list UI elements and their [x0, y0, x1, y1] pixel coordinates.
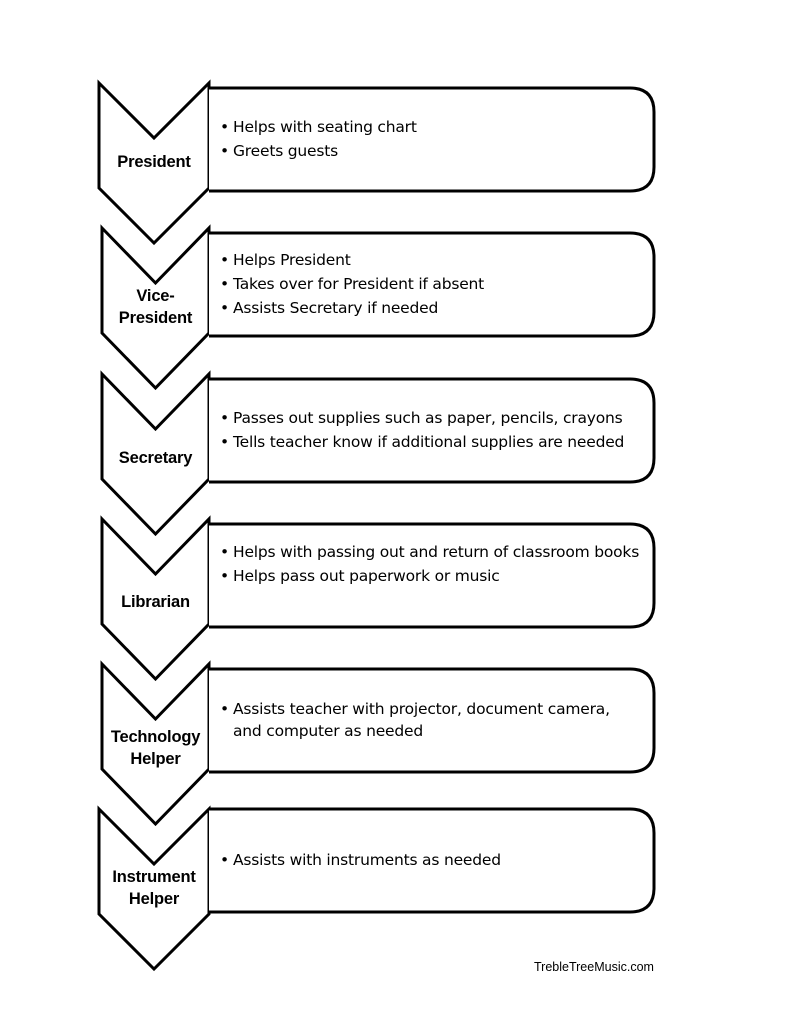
duty-item: Assists Secretary if needed: [220, 297, 640, 319]
duty-list: Passes out supplies such as paper, penci…: [220, 407, 640, 455]
duty-item: Helps President: [220, 249, 640, 271]
role-title: President: [117, 153, 191, 171]
duty-list: Assists teacher with projector, document…: [220, 698, 640, 744]
duty-item: Helps with seating chart: [220, 116, 640, 138]
duty-item: Takes over for President if absent: [220, 273, 640, 295]
role-title: Secretary: [118, 449, 193, 467]
role-title: Vice-President: [118, 287, 193, 327]
duty-item: Assists with instruments as needed: [220, 849, 640, 871]
duty-list: Assists with instruments as needed: [220, 849, 640, 873]
role-chevron: [97, 805, 211, 972]
duty-list: Helps with passing out and return of cla…: [220, 541, 640, 589]
duty-item: Assists teacher with projector, document…: [220, 698, 640, 742]
duty-item: Helps with passing out and return of cla…: [220, 541, 640, 563]
duty-item: Passes out supplies such as paper, penci…: [220, 407, 640, 429]
duty-item: Tells teacher know if additional supplie…: [220, 431, 640, 453]
duty-item: Helps pass out paperwork or music: [220, 565, 640, 587]
duty-list: Helps PresidentTakes over for President …: [220, 249, 640, 321]
duty-item: Greets guests: [220, 140, 640, 162]
footer-credit: TrebleTreeMusic.com: [534, 960, 654, 974]
role-title: Librarian: [121, 593, 190, 611]
duty-list: Helps with seating chartGreets guests: [220, 116, 640, 164]
